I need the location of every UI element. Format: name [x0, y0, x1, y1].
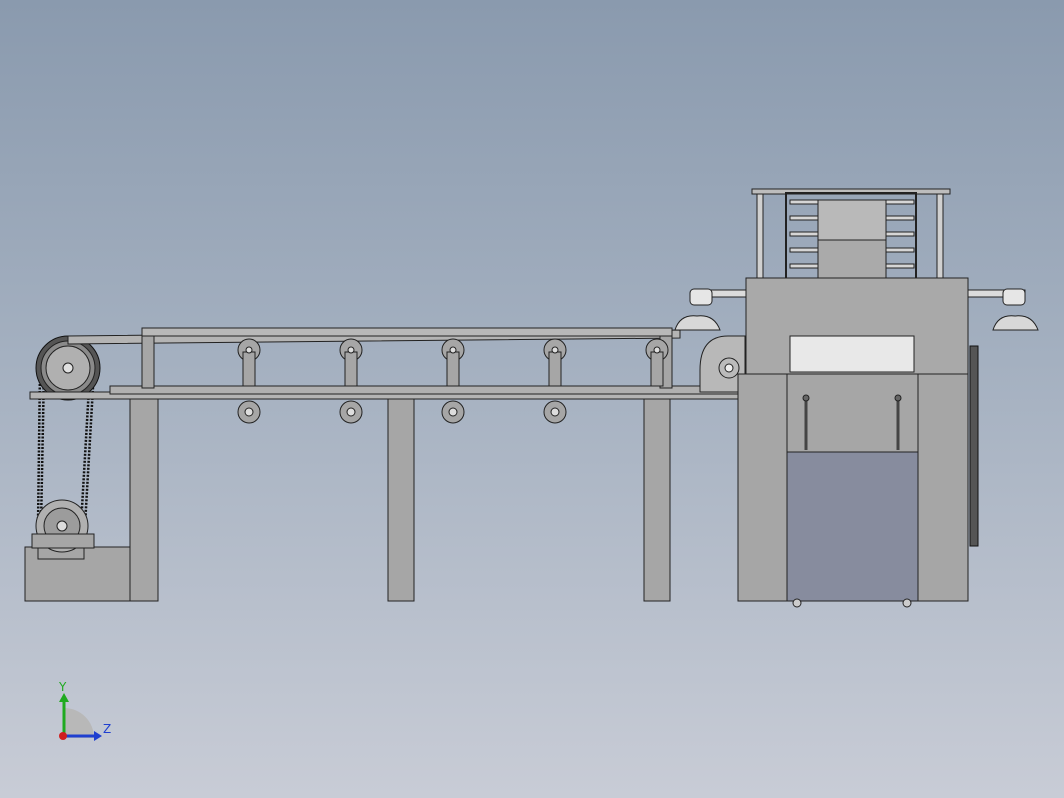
- end-roller: [699, 335, 746, 393]
- upper-sprocket: [35, 335, 101, 401]
- side-chain: [969, 345, 979, 547]
- triad-z-label: Z: [103, 722, 111, 736]
- triad-y-label: Y: [58, 680, 67, 694]
- upper-rollers: [237, 338, 669, 387]
- machine-body: [737, 277, 969, 608]
- drive-motor-base: [24, 546, 132, 602]
- conveyor-frame: [109, 327, 741, 602]
- lower-pulley: [31, 499, 95, 553]
- orientation-triad: Y Z: [58, 680, 111, 741]
- lower-rollers: [237, 400, 567, 424]
